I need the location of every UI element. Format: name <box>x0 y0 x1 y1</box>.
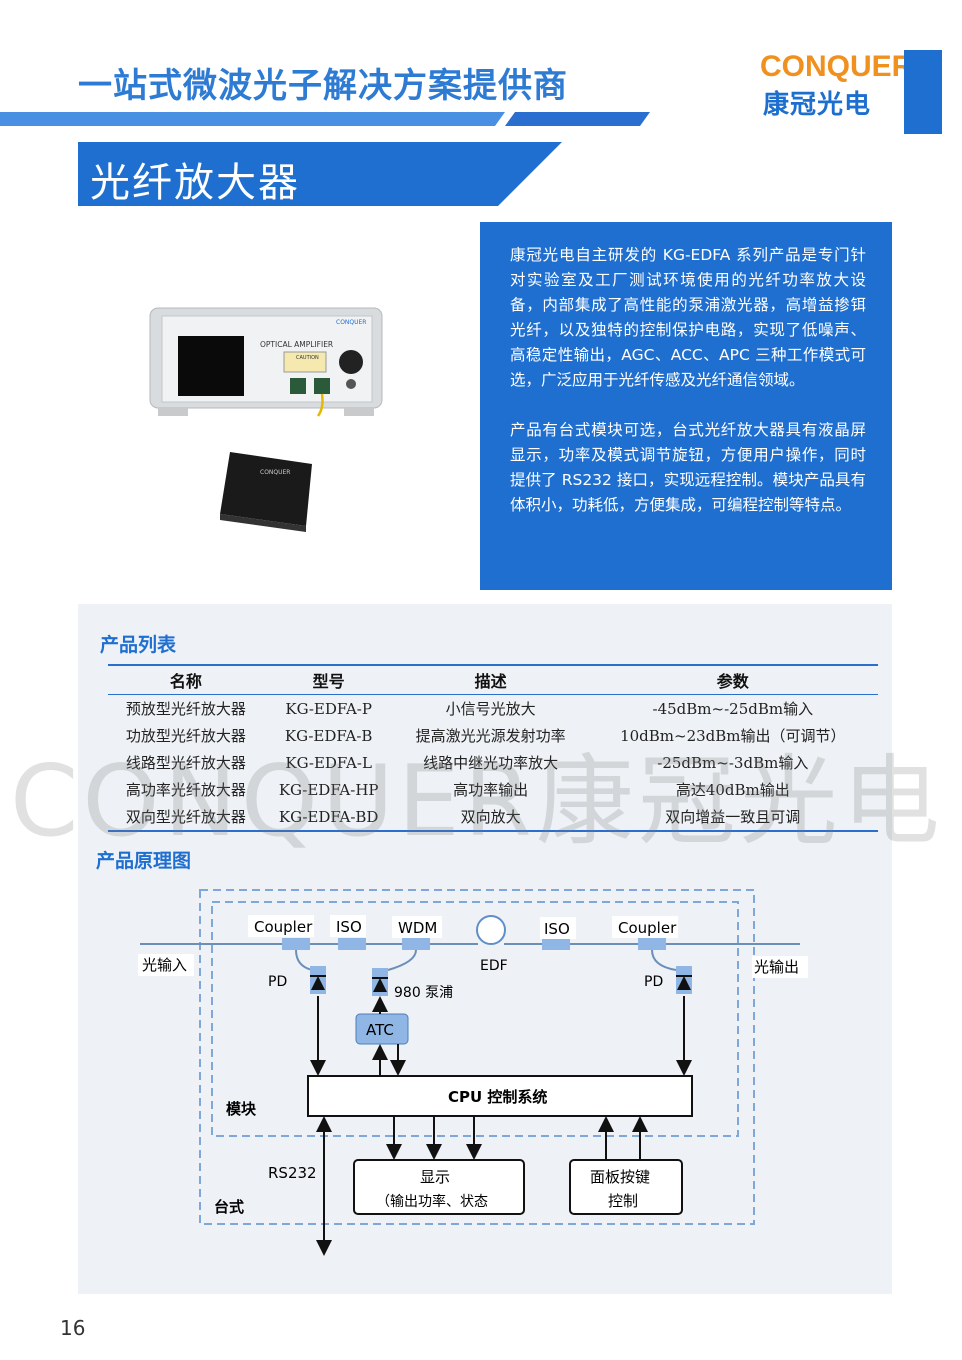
table-cell: 高达40dBm输出 <box>675 781 790 799</box>
wdm-label: WDM <box>398 919 437 937</box>
module-brand: CONQUER <box>260 469 290 476</box>
display-line-1: 显示 <box>420 1168 450 1186</box>
module-boundary <box>211 901 739 1137</box>
product-table: 名称 型号 描述 参数 预放型光纤放大器 KG-EDFA-P 小信号光放大 -4… <box>108 664 878 832</box>
column-header: 型号 <box>263 664 394 695</box>
table-cell: 10dBm~23dBm输出（可调节） <box>620 727 846 745</box>
module-label: 模块 <box>226 1100 257 1118</box>
table-cell: KG-EDFA-BD <box>263 803 394 832</box>
table-cell: KG-EDFA-B <box>284 726 373 745</box>
intro-text: 康冠光电自主研发的 KG-EDFA 系列产品是专门针对实验室及工厂测试环境使用的… <box>510 243 866 543</box>
device-caution: CAUTION <box>296 355 319 361</box>
column-header: 描述 <box>393 664 588 695</box>
table-cell: 功放型光纤放大器 <box>125 727 246 745</box>
logo-accent-bar <box>904 50 942 134</box>
desktop-boundary <box>199 889 755 1225</box>
desktop-label: 台式 <box>214 1198 244 1216</box>
table-cell: 预放型光纤放大器 <box>125 700 246 718</box>
table-cell: 提高激光光源发射功率 <box>415 727 566 745</box>
principle-diagram: Coupler ISO WDM EDF ISO Coupler 光输入 光输出 … <box>138 889 808 1256</box>
coupler2-label: Coupler <box>618 919 677 937</box>
table-row: 高功率光纤放大器 KG-EDFA-HP 高功率输出 高达40dBm输出 <box>108 776 878 803</box>
table-row: 线路型光纤放大器 KG-EDFA-L 线路中继光功率放大 -25dBm~-3dB… <box>108 749 878 776</box>
diagram-title: 产品原理图 <box>96 850 192 872</box>
intro-paragraph-2: 产品有台式模块可选，台式光纤放大器具有液晶屏显示，功率及模式调节旋钮，方便用户操… <box>510 421 866 514</box>
page-number: 16 <box>60 1316 86 1340</box>
panel-line-1: 面板按键 <box>590 1168 650 1186</box>
iso1-block <box>338 938 366 950</box>
edf-coil-icon <box>476 915 506 945</box>
logo-wordmark-text: CONQUER <box>760 50 914 83</box>
panel-keys-block <box>569 1159 683 1215</box>
table-cell: -45dBm~-25dBm输入 <box>652 700 814 718</box>
product-list-title: 产品列表 <box>100 634 177 656</box>
panel-line-2: 控制 <box>608 1192 638 1210</box>
iso2-label: ISO <box>544 920 570 938</box>
edf-label: EDF <box>480 958 508 974</box>
intro-paragraph-1: 康冠光电自主研发的 KG-EDFA 系列产品是专门针对实验室及工厂测试环境使用的… <box>510 246 866 389</box>
laser-diode-icon <box>373 978 387 992</box>
logo-wordmark: CONQUER <box>760 50 913 84</box>
table-cell: 小信号光放大 <box>445 700 536 718</box>
table-cell: 双向增益一致且可调 <box>587 803 878 832</box>
coupler1-block <box>282 938 310 950</box>
device-brand: CONQUER <box>336 319 366 326</box>
atc-label: ATC <box>366 1021 394 1039</box>
coupler2-block <box>638 938 666 950</box>
device-label: OPTICAL AMPLIFIER <box>260 340 333 349</box>
page-tagline: 一站式微波光子解决方案提供商 <box>78 66 568 106</box>
table-cell: KG-EDFA-HP <box>278 780 379 799</box>
table-row: 功放型光纤放大器 KG-EDFA-B 提高激光光源发射功率 10dBm~23dB… <box>108 722 878 749</box>
desktop-amplifier-image: OPTICAL AMPLIFIER CONQUER CAUTION <box>149 307 383 417</box>
display-block <box>353 1159 525 1215</box>
table-cell: 高功率输出 <box>453 781 529 799</box>
photodiode-icon <box>311 976 325 990</box>
pd1-label: PD <box>268 974 287 990</box>
page-title: 光纤放大器 <box>90 160 300 206</box>
pump-label: 980 泵浦 <box>394 985 453 1001</box>
table-cell: 高功率光纤放大器 <box>125 781 246 799</box>
iso2-block <box>542 938 570 950</box>
table-cell: 线路中继光功率放大 <box>423 754 559 772</box>
module-amplifier-image: CONQUER <box>220 452 312 532</box>
column-header: 参数 <box>587 664 878 695</box>
table-cell: 双向型光纤放大器 <box>108 803 264 832</box>
photodiode-icon <box>677 976 691 990</box>
iso1-label: ISO <box>336 918 362 936</box>
column-header: 名称 <box>108 664 264 695</box>
header-rule <box>0 112 650 126</box>
output-label: 光输出 <box>754 958 799 976</box>
table-row: 预放型光纤放大器 KG-EDFA-P 小信号光放大 -45dBm~-25dBm输… <box>108 695 878 723</box>
input-label: 光输入 <box>142 956 187 974</box>
table-cell: 线路型光纤放大器 <box>125 754 246 772</box>
table-cell: 双向放大 <box>393 803 588 832</box>
watermark: CONQUER康冠光电 <box>10 745 944 859</box>
pd2-label: PD <box>644 974 663 990</box>
table-cell: KG-EDFA-P <box>285 699 372 718</box>
table-cell: -25dBm~-3dBm输入 <box>657 754 809 772</box>
table-row: 双向型光纤放大器 KG-EDFA-BD 双向放大 双向增益一致且可调 <box>108 803 878 832</box>
intro-panel <box>480 222 892 590</box>
wdm-block <box>402 938 430 950</box>
cpu-label: CPU 控制系统 <box>448 1088 547 1106</box>
display-line-2: （输出功率、状态 <box>376 1193 488 1210</box>
logo-chinese: 康冠光电 <box>763 90 872 120</box>
title-banner <box>78 142 562 206</box>
table-header-row: 名称 型号 描述 参数 <box>108 664 878 695</box>
coupler1-label: Coupler <box>254 918 313 936</box>
table-cell: KG-EDFA-L <box>285 753 372 772</box>
rs232-label: RS232 <box>268 1164 317 1182</box>
cpu-block <box>307 1075 693 1117</box>
